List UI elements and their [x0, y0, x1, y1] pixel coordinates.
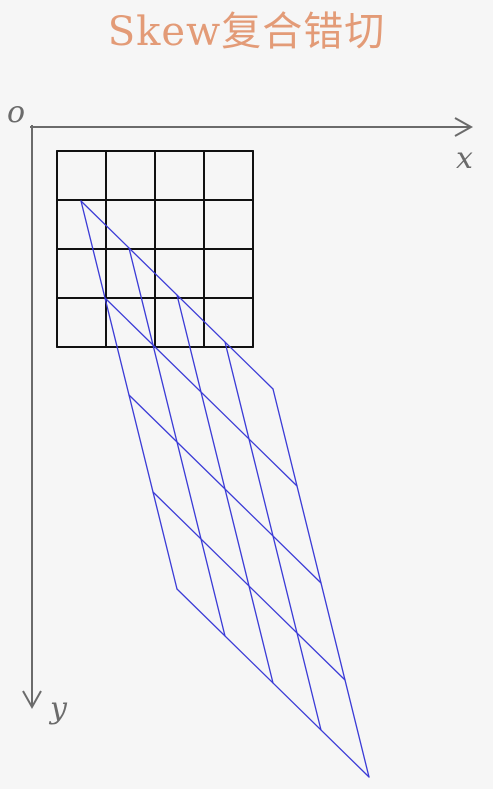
original-grid [56, 150, 254, 348]
skewed-grid-line-v [272, 388, 370, 778]
y-axis-arrowhead [22, 690, 42, 710]
x-axis-arrowhead [454, 117, 474, 137]
page-title: Skew复合错切 [107, 9, 386, 55]
origin-label: o [7, 95, 25, 130]
skewed-grid-line-v [224, 341, 322, 731]
y-axis-label: y [48, 691, 68, 726]
skewed-grid-line-v [176, 294, 274, 684]
skewed-grid [80, 200, 370, 778]
x-axis-label: x [456, 141, 473, 176]
axes: o x y [7, 95, 474, 726]
skewed-grid-line-v [128, 247, 226, 637]
skewed-grid-line-v [80, 200, 178, 590]
